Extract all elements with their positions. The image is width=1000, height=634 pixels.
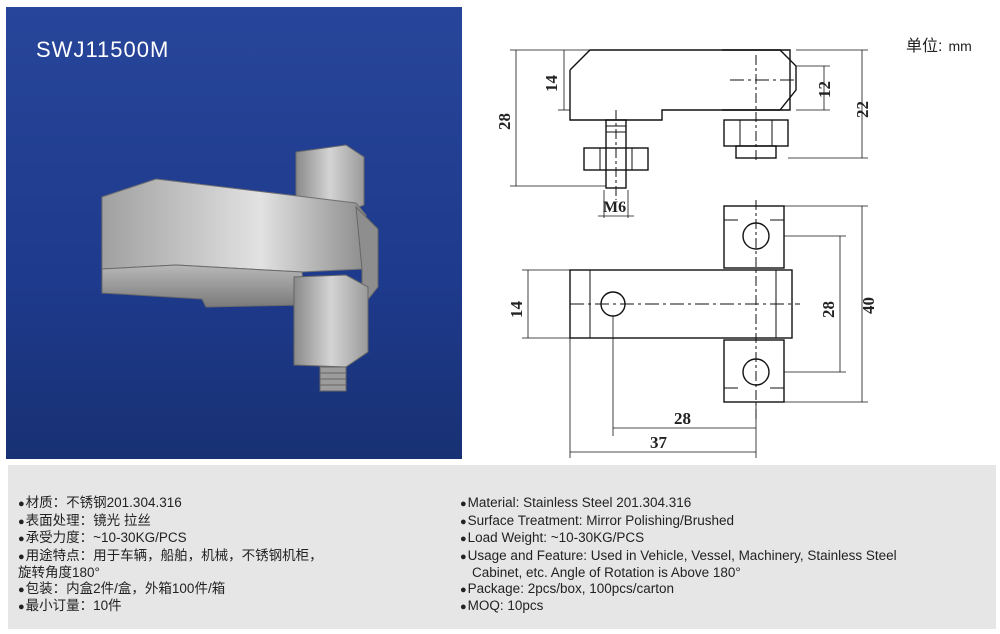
spec-cn-item: ●材质：不锈钢201.304.316 — [18, 495, 182, 510]
dim-14-bottom: 14 — [507, 301, 526, 319]
bullet-icon: ● — [18, 583, 25, 596]
unit-label-text: 单位: — [906, 38, 943, 55]
specifications-panel: ●材质：不锈钢201.304.316 ●表面处理：镜光 拉丝 ●承受力度：~10… — [8, 465, 996, 629]
dim-28-right: 28 — [819, 301, 838, 318]
spec-en-item: ●Package: 2pcs/box, 100pcs/carton — [460, 580, 675, 596]
spec-cn-item: ●表面处理：镜光 拉丝 — [18, 512, 151, 528]
dim-12: 12 — [815, 81, 834, 98]
unit-value: mm — [948, 38, 972, 54]
bullet-icon: ● — [18, 550, 25, 563]
bullet-icon: ● — [18, 601, 25, 613]
spec-en-continuation: Cabinet, etc. Angle of Rotation is Above… — [472, 565, 741, 580]
bullet-icon: ● — [460, 515, 467, 528]
dim-14-top: 14 — [542, 75, 561, 93]
bullet-icon: ● — [18, 533, 25, 545]
dim-22: 22 — [853, 101, 872, 118]
product-photo: SWJ11500M — [6, 7, 462, 459]
hinge-illustration — [101, 144, 379, 392]
bullet-icon: ● — [460, 550, 467, 563]
dim-28-horizontal: 28 — [674, 409, 691, 428]
dim-40: 40 — [859, 297, 878, 314]
spec-cn-continuation: 旋转角度180° — [18, 565, 100, 580]
bullet-icon: ● — [460, 583, 467, 596]
model-number: SWJ11500M — [36, 37, 170, 62]
spec-en-item: ●Load Weight: ~10-30KG/PCS — [460, 530, 645, 545]
dim-37: 37 — [650, 433, 668, 452]
spec-en-item: ●Surface Treatment: Mirror Polishing/Bru… — [460, 512, 735, 528]
bullet-icon: ● — [460, 601, 467, 613]
spec-cn-item: ●承受力度：~10-30KG/PCS — [18, 530, 187, 545]
spec-en-item: ●Material: Stainless Steel 201.304.316 — [460, 495, 692, 510]
spec-en-item: ●MOQ: 10pcs — [460, 598, 544, 613]
spec-cn-item: ●最小订量：10件 — [18, 598, 122, 613]
technical-drawing: 14 28 12 22 M6 14 28 40 28 37 — [470, 0, 1000, 460]
specs-english: ●Material: Stainless Steel 201.304.316 ●… — [460, 495, 897, 616]
unit-label: 单位: mm — [906, 32, 972, 56]
bullet-icon: ● — [18, 515, 25, 528]
bullet-icon: ● — [460, 533, 467, 545]
spec-en-item: ●Usage and Feature: Used in Vehicle, Ves… — [460, 547, 897, 563]
spec-cn-item: ●用途特点：用于车辆，船舶，机械，不锈钢机柜， — [18, 547, 323, 563]
top-view — [522, 200, 868, 458]
bullet-icon: ● — [18, 498, 25, 510]
side-view — [510, 49, 868, 218]
dim-m6: M6 — [603, 199, 626, 216]
specs-chinese: ●材质：不锈钢201.304.316 ●表面处理：镜光 拉丝 ●承受力度：~10… — [18, 495, 323, 616]
bullet-icon: ● — [460, 498, 467, 510]
dim-28-left: 28 — [495, 113, 514, 130]
spec-cn-item: ●包装：内盒2件/盒，外箱100件/箱 — [18, 580, 226, 596]
